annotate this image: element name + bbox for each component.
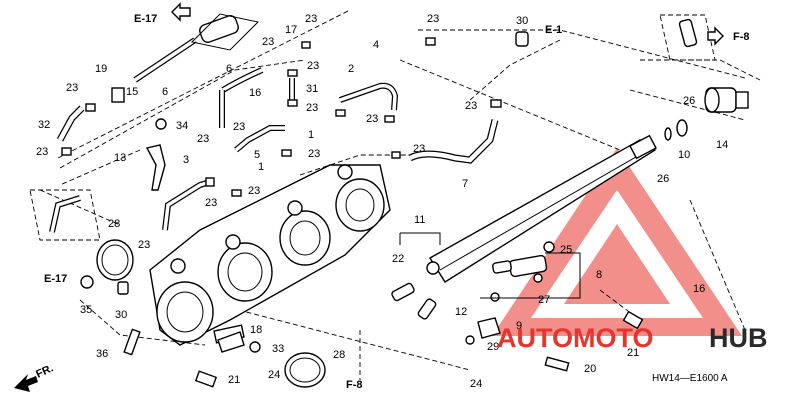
- callout-label: 1: [308, 129, 314, 141]
- callout-label: 25: [560, 244, 572, 256]
- callout-label: 27: [538, 294, 550, 306]
- ref-label: F-8: [733, 31, 750, 43]
- callout-label: 30: [516, 15, 528, 27]
- callout-label: 23: [305, 13, 317, 25]
- callout-label: 23: [413, 143, 425, 155]
- callout-label: 11: [414, 214, 425, 226]
- ref-arrows: [171, 2, 724, 46]
- callout-label: 16: [693, 283, 705, 295]
- callout-label: 28: [333, 349, 345, 361]
- callout-label: 18: [250, 324, 262, 336]
- callout-label: 23: [308, 148, 320, 160]
- callout-label: 17: [285, 24, 297, 36]
- callout-label: 24: [470, 378, 482, 390]
- throttle-body: [149, 164, 391, 346]
- callout-label: 23: [36, 146, 48, 158]
- callout-label: 15: [126, 86, 138, 98]
- reference-labels: E-17 E-1 F-8 E-17 F-8: [44, 13, 750, 391]
- callout-label: 23: [138, 239, 150, 251]
- callout-label: 16: [249, 87, 261, 99]
- group-brackets: [399, 232, 581, 299]
- callout-label: 23: [205, 197, 217, 209]
- watermark-text-part2: HUB: [709, 323, 768, 353]
- callout-label: 9: [516, 320, 522, 332]
- callout-label: 23: [306, 102, 318, 114]
- callout-label: 23: [248, 185, 260, 197]
- callout-label: 28: [108, 218, 120, 230]
- ref-label: F-8: [346, 379, 363, 391]
- watermark-triangle: [492, 148, 742, 336]
- ref-label: E-1: [545, 24, 562, 36]
- callout-label: 34: [176, 120, 188, 132]
- callout-label: 3: [183, 154, 189, 166]
- callout-label: 21: [228, 374, 240, 386]
- ref-label: E-17: [134, 13, 157, 25]
- callout-label: 29: [487, 341, 499, 353]
- callout-labels: 1 1 2 3 4 5 6 6 7 8 9 10 11 12 13 14 15 …: [36, 13, 728, 390]
- callout-label: 5: [254, 149, 260, 161]
- callout-label: 26: [657, 173, 669, 185]
- callout-label: 20: [584, 363, 596, 375]
- hoses: [56, 16, 499, 231]
- callout-label: 14: [716, 139, 728, 151]
- front-direction-arrow: FR.: [14, 362, 55, 392]
- callout-label: 26: [683, 95, 695, 107]
- callout-label: 1: [258, 161, 264, 173]
- watermark-logo: AUTOMOTO HUB: [497, 323, 768, 353]
- callout-label: 31: [306, 83, 318, 95]
- callout-label: 19: [95, 63, 107, 75]
- callout-label: 23: [427, 13, 439, 25]
- callout-label: 2: [348, 63, 354, 75]
- callout-label: 12: [455, 306, 467, 318]
- direction-label: FR.: [34, 362, 55, 380]
- callout-label: 4: [373, 39, 379, 51]
- ref-label: E-17: [44, 273, 67, 285]
- callout-label: 13: [114, 152, 126, 164]
- callout-label: 22: [392, 253, 404, 265]
- callout-label: 23: [366, 113, 378, 125]
- callout-label: 36: [96, 348, 108, 360]
- callout-label: 23: [66, 82, 78, 94]
- callout-label: 24: [268, 369, 280, 381]
- callout-label: 23: [262, 36, 274, 48]
- callout-label: 33: [272, 343, 284, 355]
- fuel-rail: [426, 134, 657, 283]
- callout-label: 23: [197, 133, 209, 145]
- callout-label: 6: [226, 63, 232, 75]
- callout-label: 6: [162, 86, 168, 98]
- callout-label: 21: [627, 347, 639, 359]
- callout-label: 30: [115, 309, 127, 321]
- callout-label: 8: [596, 269, 602, 281]
- callout-label: 23: [465, 100, 477, 112]
- callout-label: 32: [38, 119, 50, 131]
- callout-label: 35: [80, 304, 92, 316]
- watermark-text-part1: AUTOMOTO: [497, 323, 654, 353]
- callout-label: 10: [678, 149, 690, 161]
- callout-label: 23: [307, 60, 319, 72]
- drawing-code: HW14—E1600 A: [652, 373, 728, 384]
- fuel-filter-inset: [29, 13, 716, 241]
- callout-label: 23: [233, 121, 245, 133]
- injector-parts: [61, 31, 749, 388]
- callout-label: 7: [462, 178, 468, 190]
